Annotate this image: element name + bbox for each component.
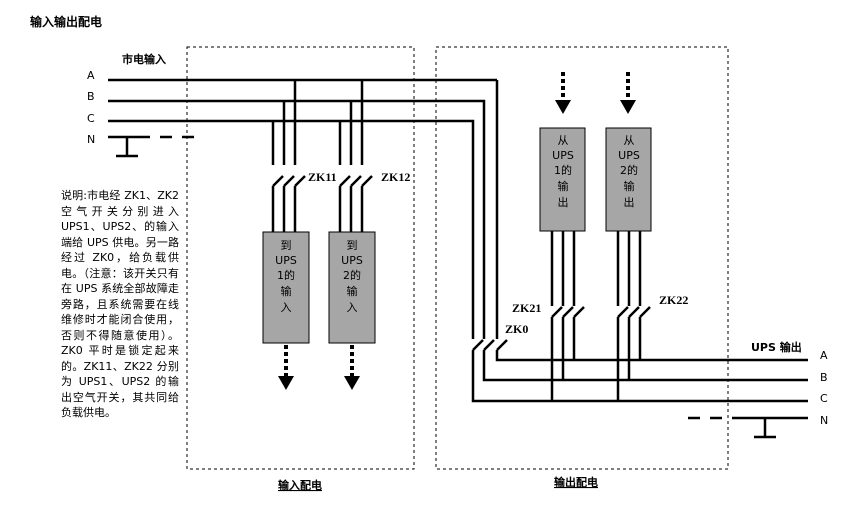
svg-text:2的: 2的 bbox=[620, 163, 638, 177]
svg-text:到: 到 bbox=[281, 239, 292, 252]
to-ups2-box-text: 到 UPS 2的 输 入 bbox=[341, 239, 363, 314]
svg-text:1的: 1的 bbox=[277, 268, 295, 282]
from-ups2-output-box bbox=[605, 127, 652, 232]
to-ups1-input-box bbox=[262, 231, 310, 344]
svg-text:入: 入 bbox=[281, 301, 292, 314]
svg-text:输: 输 bbox=[281, 284, 292, 298]
phase-label-b-out: B bbox=[820, 371, 828, 384]
neutral-out bbox=[688, 416, 808, 439]
svg-text:从: 从 bbox=[624, 134, 635, 147]
zk11-switch bbox=[271, 175, 306, 232]
zk12-switch bbox=[338, 175, 373, 232]
ups-output-label: UPS 输出 bbox=[751, 340, 802, 354]
phase-label-a-in: A bbox=[87, 69, 95, 82]
phase-label-c-in: C bbox=[87, 112, 95, 125]
arrow-down-icon-ups1 bbox=[278, 345, 294, 390]
from-ups1-box-text: 从 UPS 1的 输 出 bbox=[552, 134, 574, 209]
bus-b-in bbox=[108, 99, 486, 339]
to-ups1-box-text: 到 UPS 1的 输 入 bbox=[275, 239, 297, 314]
svg-text:UPS: UPS bbox=[275, 254, 297, 267]
zk0-switch bbox=[471, 339, 808, 403]
zk22-switch bbox=[616, 306, 651, 401]
svg-text:2的: 2的 bbox=[343, 268, 361, 282]
svg-text:输: 输 bbox=[624, 179, 635, 193]
input-section-label: 输入配电 bbox=[278, 478, 322, 492]
phase-label-c-out: C bbox=[820, 392, 828, 405]
svg-text:UPS: UPS bbox=[552, 149, 574, 162]
output-branch-lines bbox=[550, 231, 642, 306]
input-section-frame bbox=[186, 46, 415, 470]
phase-label-b-in: B bbox=[87, 90, 95, 103]
svg-text:输: 输 bbox=[347, 284, 358, 298]
svg-text:从: 从 bbox=[558, 134, 569, 147]
svg-text:UPS: UPS bbox=[618, 149, 640, 162]
output-section-label: 输出配电 bbox=[554, 475, 598, 489]
svg-text:出: 出 bbox=[558, 195, 569, 209]
diagram-title: 输入输出配电 bbox=[30, 14, 102, 29]
neutral-in bbox=[108, 135, 194, 158]
arrow-down-icon-ups2 bbox=[344, 345, 360, 390]
mains-input-label: 市电输入 bbox=[122, 52, 166, 66]
svg-text:UPS: UPS bbox=[341, 254, 363, 267]
input-branch-lines bbox=[271, 80, 364, 165]
phase-label-n-in: N bbox=[87, 133, 95, 146]
bus-c-in bbox=[108, 119, 475, 339]
svg-text:出: 出 bbox=[624, 195, 635, 209]
explanation-note: 说明:市电经 ZK1、ZK2 空气开关分别进入 UPS1、UPS2、的输入端给 … bbox=[61, 189, 179, 419]
phase-label-a-out: A bbox=[820, 349, 828, 362]
zk21-label: ZK21 bbox=[512, 301, 541, 315]
zk11-label: ZK11 bbox=[308, 170, 337, 184]
phase-label-n-out: N bbox=[820, 414, 828, 427]
to-ups2-input-box bbox=[328, 231, 376, 344]
zk0-label: ZK0 bbox=[505, 322, 528, 336]
input-bus-lines bbox=[108, 78, 499, 339]
zk22-label: ZK22 bbox=[659, 293, 688, 307]
svg-text:1的: 1的 bbox=[554, 163, 572, 177]
zk21-switch bbox=[550, 306, 585, 401]
from-ups2-box-text: 从 UPS 2的 输 出 bbox=[618, 134, 640, 209]
output-section-frame bbox=[435, 46, 729, 470]
arrow-down-icon-from-ups2 bbox=[620, 72, 636, 114]
zk12-label: ZK12 bbox=[381, 170, 410, 184]
svg-text:入: 入 bbox=[347, 301, 358, 314]
arrow-down-icon-from-ups1 bbox=[555, 72, 571, 114]
svg-text:到: 到 bbox=[347, 239, 358, 252]
svg-text:输: 输 bbox=[558, 179, 569, 193]
